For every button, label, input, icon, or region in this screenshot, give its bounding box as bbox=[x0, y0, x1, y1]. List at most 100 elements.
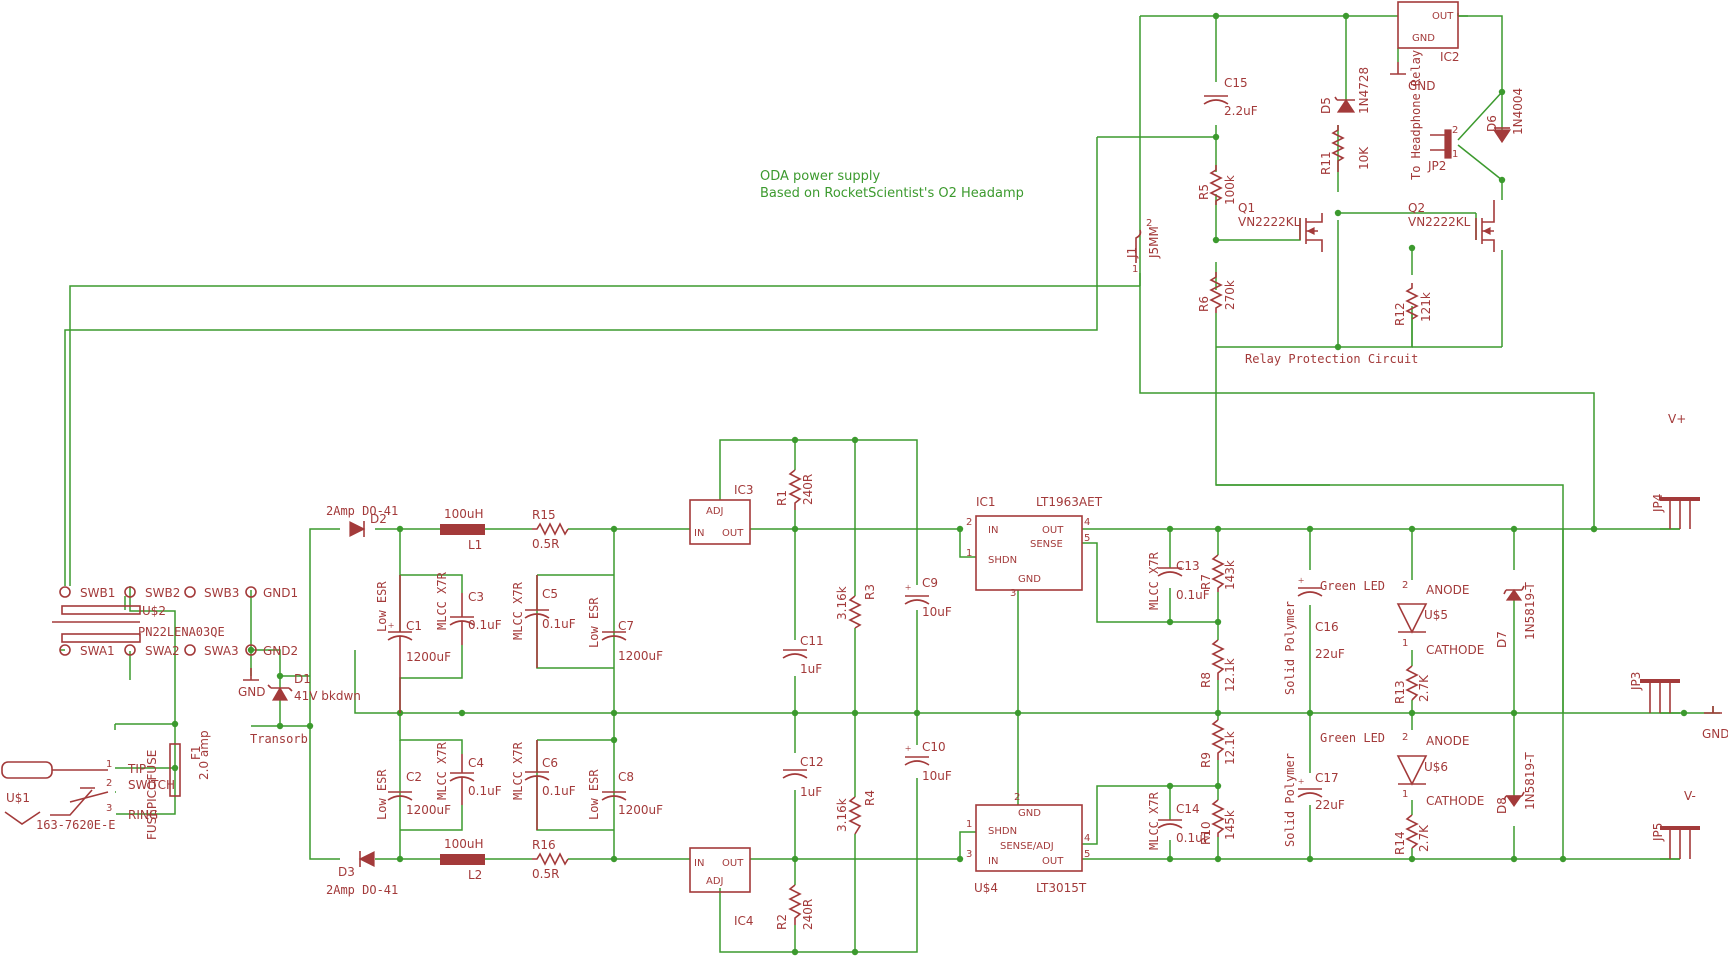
svg-text:1: 1 bbox=[106, 759, 112, 770]
svg-text:C7: C7 bbox=[618, 619, 634, 633]
svg-text:12.1k: 12.1k bbox=[1223, 731, 1237, 765]
svg-text:1200uF: 1200uF bbox=[618, 649, 663, 663]
svg-text:0.1uF: 0.1uF bbox=[542, 617, 576, 631]
svg-text:SWA3: SWA3 bbox=[204, 644, 239, 658]
svg-text:2.2uF: 2.2uF bbox=[1224, 104, 1258, 118]
svg-text:0.5R: 0.5R bbox=[532, 537, 559, 551]
svg-text:22uF: 22uF bbox=[1315, 798, 1345, 812]
svg-text:1: 1 bbox=[1452, 149, 1458, 160]
svg-text:0.1uF: 0.1uF bbox=[468, 784, 502, 798]
svg-text:2.0 amp: 2.0 amp bbox=[197, 730, 211, 780]
svg-text:1200uF: 1200uF bbox=[406, 650, 451, 664]
svg-text:12.1k: 12.1k bbox=[1223, 658, 1237, 692]
svg-text:MLCC X7R: MLCC X7R bbox=[1147, 551, 1161, 610]
svg-text:PN22LENA03QE: PN22LENA03QE bbox=[138, 625, 225, 639]
output-headers: V+ JP4 JP3 GND V- JP5 bbox=[1629, 412, 1728, 859]
svg-text:240R: 240R bbox=[801, 899, 815, 930]
svg-text:Green LED: Green LED bbox=[1320, 579, 1385, 593]
svg-text:OUT: OUT bbox=[1042, 525, 1064, 536]
svg-text:Q2: Q2 bbox=[1408, 201, 1425, 215]
ldo-regulators: IN OUT SENSE SHDN GND IC1 LT1963AET 2 1 … bbox=[966, 495, 1537, 895]
svg-text:2: 2 bbox=[1146, 218, 1152, 229]
svg-text:1N5819-T: 1N5819-T bbox=[1523, 582, 1537, 640]
svg-text:SHDN: SHDN bbox=[988, 555, 1017, 566]
svg-text:OUT: OUT bbox=[1432, 11, 1454, 22]
svg-text:C5: C5 bbox=[542, 587, 558, 601]
svg-text:5: 5 bbox=[1084, 849, 1090, 860]
svg-text:+: + bbox=[905, 743, 911, 755]
svg-text:3: 3 bbox=[106, 803, 112, 814]
svg-text:OUT: OUT bbox=[722, 528, 744, 539]
svg-text:OUT: OUT bbox=[1042, 856, 1064, 867]
svg-text:2: 2 bbox=[1014, 792, 1020, 803]
svg-text:C15: C15 bbox=[1224, 76, 1248, 90]
svg-text:SENSE: SENSE bbox=[1030, 539, 1063, 550]
svg-text:100uH: 100uH bbox=[444, 507, 484, 521]
input-section: SWB1 SWB2 SWB3 GND1 SWA1 SWA2 SWA3 GND2 … bbox=[1, 586, 361, 840]
svg-text:3: 3 bbox=[1010, 588, 1016, 599]
svg-text:ADJ: ADJ bbox=[706, 506, 724, 517]
svg-text:L2: L2 bbox=[468, 868, 482, 882]
svg-text:R10: R10 bbox=[1199, 821, 1213, 845]
svg-text:3.16k: 3.16k bbox=[835, 798, 849, 832]
svg-text:1: 1 bbox=[1132, 264, 1138, 275]
svg-text:IN: IN bbox=[694, 528, 704, 539]
svg-text:D1: D1 bbox=[294, 672, 311, 686]
svg-text:GND: GND bbox=[1408, 79, 1436, 93]
svg-text:+: + bbox=[388, 620, 394, 632]
svg-text:Low ESR: Low ESR bbox=[587, 597, 601, 648]
svg-text:C14: C14 bbox=[1176, 802, 1200, 816]
svg-text:2: 2 bbox=[1402, 580, 1408, 591]
svg-text:JP4: JP4 bbox=[1651, 494, 1665, 513]
relay-protection-circuit: Relay Protection Circuit OUT GND IC2 GND… bbox=[1125, 1, 1525, 366]
svg-text:D2: D2 bbox=[370, 512, 387, 526]
svg-text:2: 2 bbox=[966, 517, 972, 528]
svg-text:SHDN: SHDN bbox=[988, 826, 1017, 837]
svg-text:IC3: IC3 bbox=[734, 483, 754, 497]
svg-text:RING: RING bbox=[128, 808, 158, 822]
svg-text:JP2: JP2 bbox=[1427, 159, 1446, 173]
svg-text:GND: GND bbox=[1412, 33, 1435, 44]
gnd-label: GND bbox=[1702, 727, 1728, 741]
svg-text:C4: C4 bbox=[468, 756, 484, 770]
svg-text:R4: R4 bbox=[863, 790, 877, 806]
transorb-label: Transorb bbox=[250, 732, 308, 746]
svg-text:Low ESR: Low ESR bbox=[375, 581, 389, 632]
svg-text:1: 1 bbox=[1402, 638, 1408, 649]
svg-text:R9: R9 bbox=[1199, 752, 1213, 768]
svg-text:ANODE: ANODE bbox=[1426, 583, 1469, 597]
svg-text:C11: C11 bbox=[800, 634, 824, 648]
svg-text:145k: 145k bbox=[1223, 810, 1237, 840]
svg-text:Green LED: Green LED bbox=[1320, 731, 1385, 745]
svg-text:IN: IN bbox=[988, 856, 998, 867]
svg-text:GND1: GND1 bbox=[263, 586, 298, 600]
svg-text:MLCC X7R: MLCC X7R bbox=[435, 571, 449, 630]
svg-text:C10: C10 bbox=[922, 740, 946, 754]
svg-text:240R: 240R bbox=[801, 474, 815, 505]
svg-text:C8: C8 bbox=[618, 770, 634, 784]
svg-text:4: 4 bbox=[1084, 517, 1090, 528]
svg-text:OUT: OUT bbox=[722, 858, 744, 869]
svg-text:121k: 121k bbox=[1419, 292, 1433, 322]
svg-text:R11: R11 bbox=[1319, 151, 1333, 175]
to-relay-label: To Headphone Relay bbox=[1409, 50, 1423, 180]
svg-text:LT3015T: LT3015T bbox=[1036, 881, 1087, 895]
svg-text:Low ESR: Low ESR bbox=[587, 769, 601, 820]
svg-text:MLCC X7R: MLCC X7R bbox=[1147, 791, 1161, 850]
vplus-label: V+ bbox=[1668, 412, 1686, 426]
svg-text:F1: F1 bbox=[189, 745, 203, 760]
svg-text:ADJ: ADJ bbox=[706, 876, 724, 887]
svg-text:R13: R13 bbox=[1393, 680, 1407, 704]
svg-text:1uF: 1uF bbox=[800, 662, 822, 676]
svg-text:IN: IN bbox=[694, 858, 704, 869]
svg-text:U$4: U$4 bbox=[974, 881, 998, 895]
svg-text:SWITCH: SWITCH bbox=[128, 778, 175, 792]
svg-text:D8: D8 bbox=[1495, 797, 1509, 814]
svg-text:1: 1 bbox=[966, 819, 972, 830]
svg-text:22uF: 22uF bbox=[1315, 647, 1345, 661]
svg-text:IC1: IC1 bbox=[976, 495, 996, 509]
svg-text:C13: C13 bbox=[1176, 559, 1200, 573]
pre-regulator: D2 2Amp DO-41 D3 2Amp DO-41 100uH L1 100… bbox=[326, 504, 663, 897]
vminus-label: V- bbox=[1684, 789, 1696, 803]
